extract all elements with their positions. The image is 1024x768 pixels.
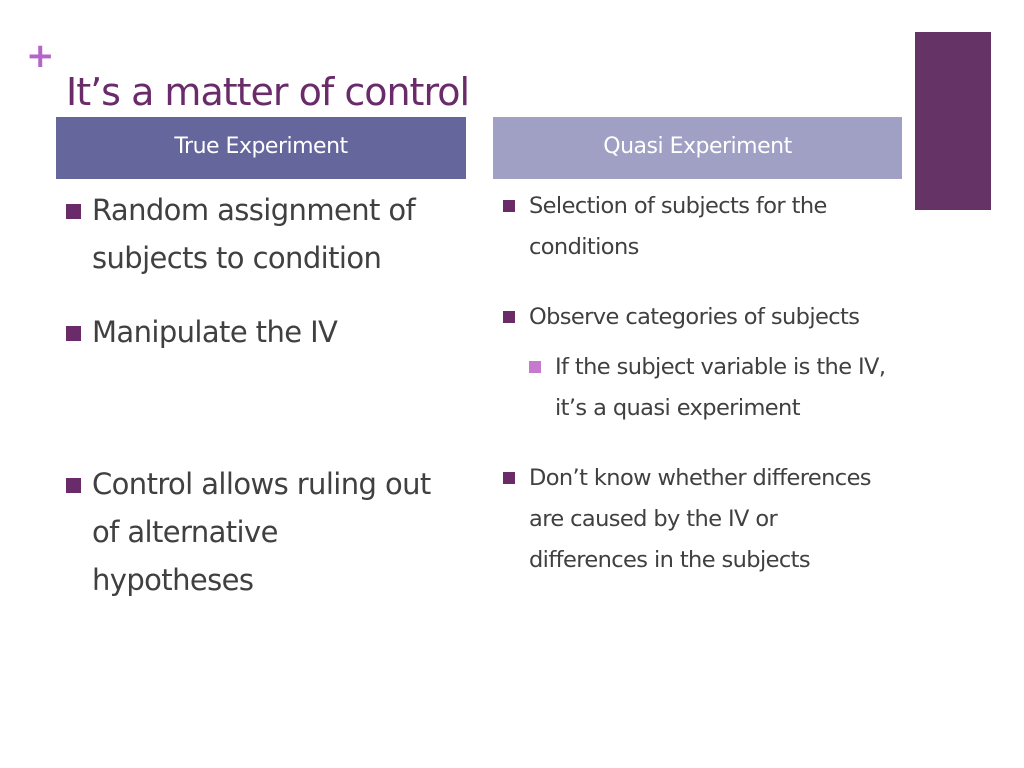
list-item-text: Don’t know whether differences are cause… bbox=[529, 465, 872, 573]
sub-list-item-text: If the subject variable is the IV, it’s … bbox=[555, 354, 886, 421]
square-bullet-icon bbox=[503, 200, 515, 212]
square-bullet-icon bbox=[66, 478, 81, 493]
list-item-text: Selection of subjects for the conditions bbox=[529, 193, 827, 260]
list-item: Manipulate the IV bbox=[66, 308, 438, 356]
true-experiment-header: True Experiment bbox=[56, 117, 466, 179]
list-item-text: Control allows ruling out of alternative… bbox=[92, 467, 431, 597]
list-item: Control allows ruling out of alternative… bbox=[66, 460, 438, 604]
square-bullet-icon bbox=[529, 361, 541, 373]
list-item: Observe categories of subjects If the su… bbox=[503, 297, 889, 429]
true-experiment-list: Random assignment of subjects to conditi… bbox=[66, 186, 438, 604]
accent-bar bbox=[915, 32, 991, 210]
list-item: Selection of subjects for the conditions bbox=[503, 186, 889, 268]
square-bullet-icon bbox=[503, 472, 515, 484]
quasi-experiment-header: Quasi Experiment bbox=[493, 117, 902, 179]
list-item-text: Observe categories of subjects bbox=[529, 304, 860, 330]
list-item: Don’t know whether differences are cause… bbox=[503, 458, 889, 581]
list-item: Random assignment of subjects to conditi… bbox=[66, 186, 438, 282]
sub-list: If the subject variable is the IV, it’s … bbox=[529, 347, 889, 429]
sub-list-item: If the subject variable is the IV, it’s … bbox=[529, 347, 889, 429]
square-bullet-icon bbox=[66, 204, 81, 219]
slide-title: It’s a matter of control bbox=[66, 70, 470, 114]
list-item-text: Random assignment of subjects to conditi… bbox=[92, 193, 416, 275]
list-item-text: Manipulate the IV bbox=[92, 315, 338, 349]
square-bullet-icon bbox=[66, 326, 81, 341]
square-bullet-icon bbox=[503, 311, 515, 323]
plus-icon: + bbox=[26, 36, 55, 76]
quasi-experiment-list: Selection of subjects for the conditions… bbox=[503, 186, 889, 581]
